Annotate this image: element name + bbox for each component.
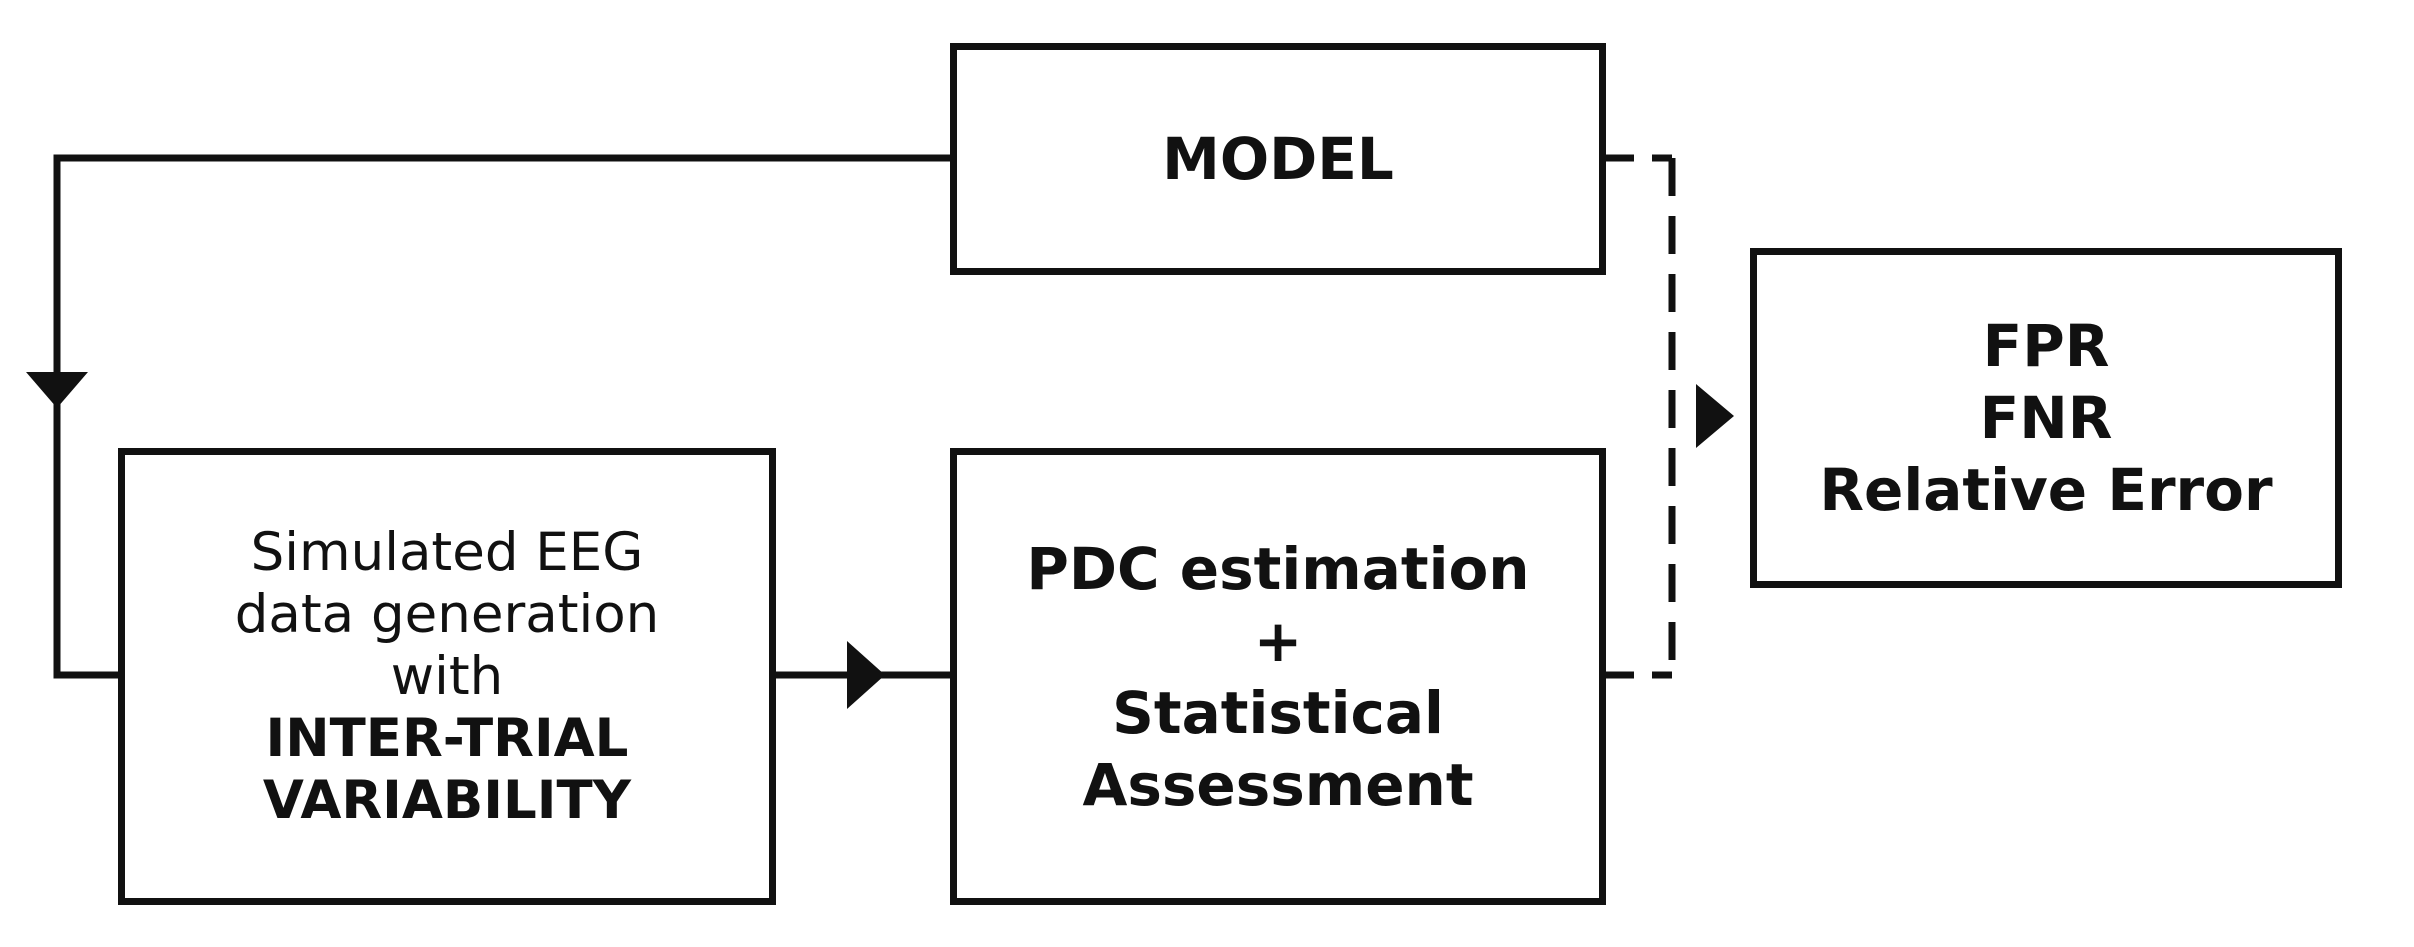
model-box: MODEL: [950, 43, 1606, 275]
pdc-line-1: PDC estimation: [1026, 534, 1530, 603]
metrics-line-fnr: FNR: [1979, 384, 2113, 452]
eeg-generation-box: Simulated EEG data generation with INTER…: [118, 448, 776, 905]
model-label: MODEL: [1162, 125, 1394, 193]
eeg-line-3: with: [390, 645, 504, 707]
eeg-line-4: INTER-TRIAL: [265, 707, 629, 769]
pdc-estimation-box: PDC estimation + Statistical Assessment: [950, 448, 1606, 905]
metrics-line-fpr: FPR: [1982, 312, 2110, 380]
pdc-line-3: Statistical: [1112, 678, 1444, 747]
metrics-arrowhead: [1696, 384, 1734, 448]
eeg-line-1: Simulated EEG: [250, 521, 644, 583]
eeg-to-pdc-arrowhead: [847, 641, 885, 709]
feedback-connector: [53, 154, 950, 679]
eeg-line-2: data generation: [234, 583, 660, 645]
pdc-line-4: Assessment: [1082, 750, 1474, 819]
metrics-box: FPR FNR Relative Error: [1750, 248, 2342, 588]
feedback-arrowhead: [26, 372, 88, 408]
eeg-line-5: VARIABILITY: [262, 769, 632, 831]
metrics-line-relative-error: Relative Error: [1819, 456, 2273, 524]
pdc-line-2: +: [1253, 606, 1303, 675]
